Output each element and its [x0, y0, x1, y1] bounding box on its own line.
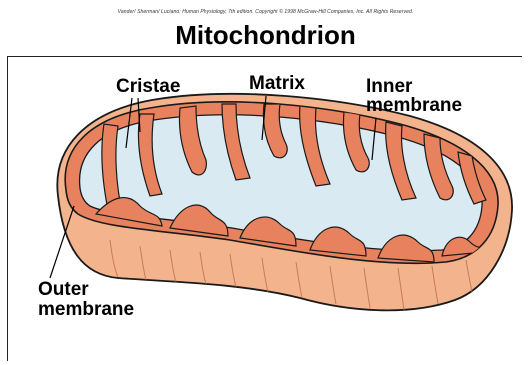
- inner-membrane-label-line2: membrane: [366, 96, 462, 115]
- outer-membrane-label-line2: membrane: [38, 300, 134, 319]
- outer-membrane-label-line1: Outer: [38, 280, 89, 299]
- inner-membrane-label-line1: Inner: [366, 77, 412, 96]
- matrix-label: Matrix: [249, 74, 305, 93]
- cristae-label: Cristae: [116, 77, 180, 96]
